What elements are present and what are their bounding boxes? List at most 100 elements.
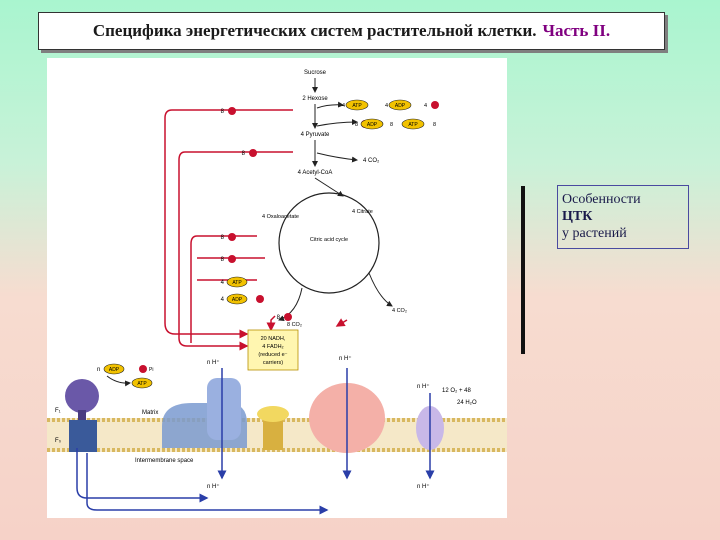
f1-head [65, 379, 99, 413]
pi-count-label: 4 [424, 103, 427, 109]
adp-token [226, 293, 248, 305]
atp-synthesis-arrow [106, 375, 131, 387]
sucrose-label: Sucrose [304, 70, 327, 76]
adp-token [103, 363, 125, 375]
atp-token [131, 377, 153, 389]
intermembrane-label: Intermembrane space [135, 458, 194, 464]
adp-token [388, 99, 412, 111]
co2-label-1: 4 CO₂ [363, 158, 380, 164]
svg-text:ADP: ADP [109, 367, 120, 373]
h2o-label: 24 H₂O [457, 400, 477, 406]
proton-flow: n H⁺ n H⁺ n H⁺ n H⁺ n H⁺ 12 O₂ + 48 24 H… [76, 355, 477, 515]
title-main: Специфика энергетических систем растител… [92, 21, 537, 40]
pyruvate-label: 4 Pyruvate [301, 132, 330, 138]
svg-text:8: 8 [277, 315, 281, 321]
svg-text:ATP: ATP [232, 280, 242, 286]
complex-two-head [257, 406, 289, 422]
h-label-4: n H⁺ [207, 483, 220, 490]
title-part: Часть II. [542, 21, 611, 40]
svg-text:(reduced e⁻: (reduced e⁻ [258, 352, 287, 358]
adp-in-label: 8 [390, 122, 393, 128]
svg-text:8: 8 [221, 257, 225, 263]
co2-arrow-2 [368, 272, 393, 307]
h-label-1: n H⁺ [207, 359, 220, 366]
nadh-box: 20 NADH, 4 FADH₂ (reduced e⁻ carriers) [247, 329, 299, 371]
glycolysis-pathway: Sucrose 2 Hexose 4 Pyruvate 4 Acetyl-CoA… [298, 70, 439, 176]
atp-token-2 [401, 118, 425, 130]
hexose-label: 2 Hexose [302, 96, 328, 102]
pi-token [139, 365, 147, 373]
carrier-token [228, 255, 236, 263]
svg-text:4: 4 [221, 297, 225, 303]
atp-use-arrow [316, 101, 344, 109]
svg-text:8: 8 [221, 109, 225, 115]
svg-text:F₁: F₁ [55, 408, 61, 414]
atp-synthase: F₁ F₀ [55, 379, 99, 452]
note-box: Особенности ЦТК у растений [557, 185, 689, 249]
note-line-1: Особенности [562, 192, 641, 207]
h-label-5: n H⁺ [417, 483, 430, 490]
svg-text:20 NADH,: 20 NADH, [261, 336, 286, 342]
citrate-label: 4 Citrate [352, 209, 373, 215]
left-token-adp: 4 ADP [221, 293, 264, 305]
acetylcoa-label: 4 Acetyl-CoA [298, 170, 333, 176]
complex-one-arm [207, 378, 241, 440]
left-token-3: 8 [221, 233, 236, 241]
f0-base [69, 420, 97, 452]
pi-token [256, 295, 264, 303]
svg-text:4: 4 [221, 280, 225, 286]
left-token-2: 8 [242, 149, 257, 157]
left-token-atp: 4 ATP [221, 276, 248, 288]
stalk [78, 410, 86, 424]
proton-return-2 [86, 453, 329, 515]
co2-bottom-label: 8 CO₂ [287, 322, 302, 328]
red-route-3 [190, 235, 257, 343]
svg-text:F₀: F₀ [55, 438, 62, 444]
arrow-acetyl-citrate [314, 177, 344, 197]
svg-text:8: 8 [221, 235, 225, 241]
atp-count-label: 4 [342, 103, 345, 109]
carrier-token [228, 233, 236, 241]
o2-label: 12 O₂ + 48 [442, 388, 472, 394]
metabolism-figure: Sucrose 2 Hexose 4 Pyruvate 4 Acetyl-CoA… [47, 58, 507, 518]
svg-text:ADP: ADP [232, 297, 243, 303]
co2-top-label: 4 CO₂ [392, 308, 407, 314]
svg-text:ATP: ATP [137, 381, 147, 387]
red-route-6 [266, 315, 276, 332]
carrier-token [284, 313, 292, 321]
left-token-4: 8 [221, 255, 236, 263]
svg-text:4 FADH₂: 4 FADH₂ [262, 344, 283, 350]
adp-token-2 [360, 118, 384, 130]
h-label-3: n H⁺ [417, 383, 430, 390]
carrier-token [249, 149, 257, 157]
h-label-2: n H⁺ [339, 355, 352, 362]
slide-title: Специфика энергетических систем растител… [38, 12, 665, 50]
atp-token [345, 99, 369, 111]
carrier-token [228, 107, 236, 115]
oxaloacetate-label: 4 Oxaloacetate [262, 214, 299, 220]
svg-text:carriers): carriers) [263, 360, 283, 366]
atp-token [226, 276, 248, 288]
atp-production: n ADP Pi ATP Matrix Intermembrane space [97, 363, 194, 464]
atp-out-label: 8 [433, 122, 436, 128]
svg-text:8: 8 [242, 151, 246, 157]
carrier-arrows: 8 8 8 8 4 ATP 4 ADP [164, 107, 348, 351]
co2-release-arrow [316, 152, 358, 163]
left-token-1: 8 [221, 107, 236, 115]
adp-count-label: 4 [385, 103, 388, 109]
adp-token-2-label: ADP [367, 122, 378, 128]
pi-token [431, 101, 439, 109]
note-line-2: ЦТК [562, 209, 593, 224]
complex-two [263, 420, 283, 450]
electron-transport-chain [162, 378, 444, 453]
svg-text:Pi: Pi [149, 367, 153, 373]
adp-token-label: ADP [395, 103, 406, 109]
red-route-1 [164, 109, 293, 339]
red-route-7 [335, 318, 348, 327]
nadh-box-bg [247, 329, 299, 371]
matrix-label: Matrix [142, 410, 158, 416]
separator-bar [521, 186, 525, 354]
svg-text:n: n [97, 367, 100, 373]
left-token-7: 8 [277, 313, 292, 321]
proton-return-1 [76, 448, 209, 503]
